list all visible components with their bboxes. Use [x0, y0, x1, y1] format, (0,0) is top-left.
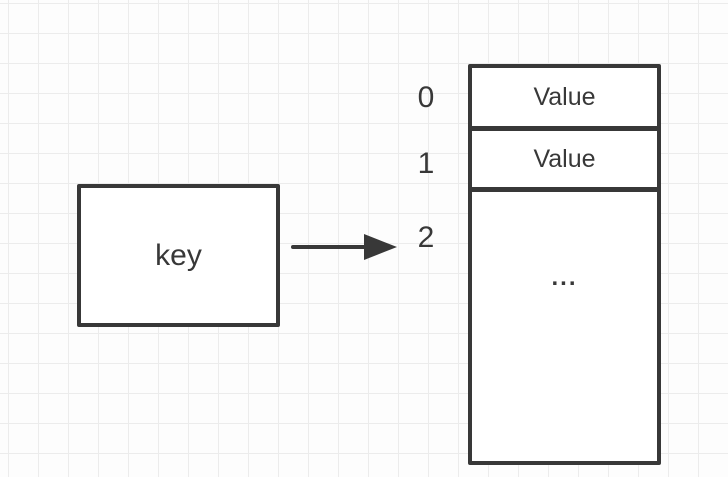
- arrow-shaft: [291, 245, 367, 249]
- index-label-1: 1: [417, 147, 435, 180]
- key-node[interactable]: key: [77, 184, 280, 327]
- array-cell-0-label: Value: [533, 82, 596, 111]
- array-cell-0[interactable]: Value: [472, 68, 657, 131]
- key-node-label: key: [155, 238, 202, 272]
- array-cell-1-label: Value: [533, 144, 596, 173]
- array-cell-rest[interactable]: ...: [472, 192, 657, 461]
- arrow-head: [364, 234, 397, 260]
- index-label-0: 0: [417, 81, 435, 114]
- array-node[interactable]: Value Value ...: [468, 64, 661, 465]
- ellipsis-label: ...: [551, 264, 578, 291]
- index-label-2: 2: [417, 221, 435, 254]
- array-cell-1[interactable]: Value: [472, 131, 657, 192]
